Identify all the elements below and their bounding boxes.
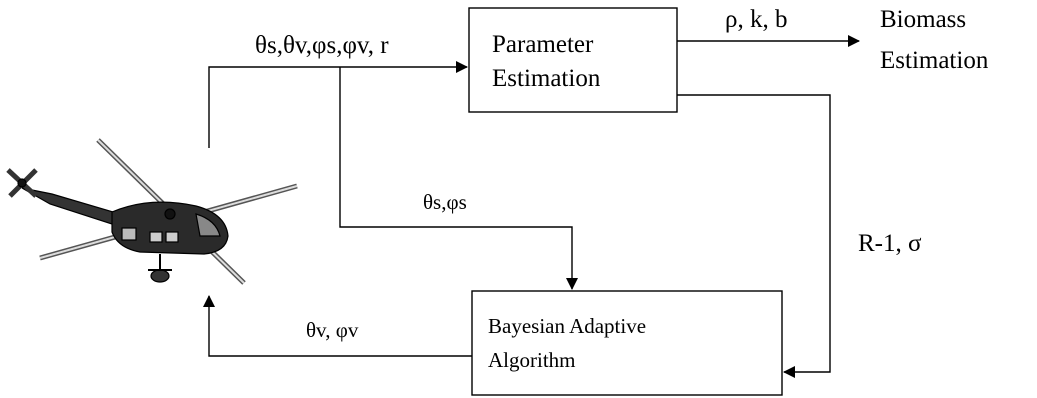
view-angles-arrow: [203, 295, 472, 357]
bayesian-adaptive-algorithm-box: [471, 290, 783, 396]
view-angles-label: θv, φv: [306, 318, 359, 342]
sun-angles-label: θs,φs: [423, 190, 467, 214]
sun-angles-arrow: [339, 67, 578, 290]
helicopter-icon: [6, 138, 298, 285]
bayesian-box-line2: Algorithm: [488, 348, 576, 372]
parameter-estimation-box: [468, 7, 678, 113]
feedback-label: R-1, σ: [858, 230, 922, 257]
biomass-label-line1: Biomass: [880, 6, 966, 33]
parameter-estimation-line2: Estimation: [492, 65, 601, 92]
parameter-estimation-line1: Parameter: [492, 31, 594, 58]
angles-to-parameter-arrow: [208, 61, 468, 148]
feedback-arrow: [677, 94, 831, 378]
angles-input-label: θs,θv,φs,φv, r: [255, 32, 389, 59]
bayesian-box-line1: Bayesian Adaptive: [488, 314, 646, 338]
parameter-outputs-label: ρ, k, b: [725, 6, 787, 33]
biomass-label-line2: Estimation: [880, 47, 989, 74]
